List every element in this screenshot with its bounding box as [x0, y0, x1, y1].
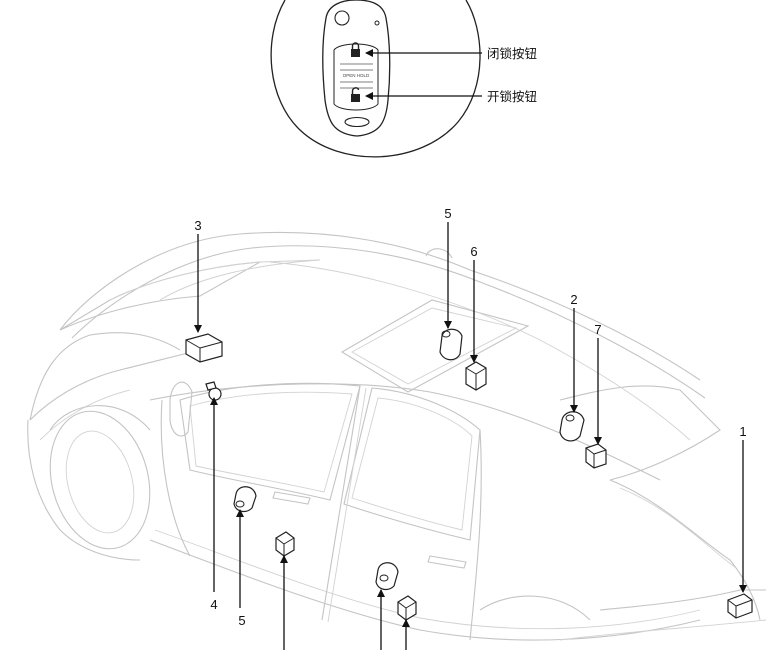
callout-1: 1: [739, 424, 746, 439]
callout-5-door: 5: [238, 613, 245, 628]
svg-text:OPEN HOLD: OPEN HOLD: [343, 73, 370, 78]
unlock-button-label: 开锁按钮: [487, 89, 537, 104]
part-7-module: [585, 443, 607, 469]
part-6-module: [465, 361, 487, 391]
key-ring-hole-icon: [334, 10, 350, 26]
car-outline-drawing: [27, 231, 766, 641]
part-rear-door-actuator: [375, 562, 399, 591]
part-5-roof: [439, 328, 463, 361]
part-1-module: [727, 593, 753, 619]
led-indicator-icon: [374, 20, 380, 26]
part-5-door: [233, 486, 257, 513]
part-2-sensor: [559, 411, 585, 442]
lock-button-label: 闭锁按钮: [487, 46, 537, 61]
unlock-button-icon: [351, 87, 360, 102]
key-fob-inset: OPEN HOLD 闭锁按钮 开锁按钮: [270, 0, 537, 158]
part-rear-door-module: [397, 595, 417, 621]
part-3-module: [185, 333, 223, 363]
callout-7: 7: [594, 322, 601, 337]
callout-6: 6: [470, 244, 477, 259]
callout-5-roof: 5: [444, 206, 451, 221]
component-parts: [185, 328, 753, 621]
callout-numbers: 3 5 6 2 7 1 4 5: [194, 206, 746, 628]
lock-button-icon: [351, 42, 360, 57]
callout-leaders: [194, 222, 747, 650]
panic-button-icon: [344, 116, 370, 128]
callout-4: 4: [210, 597, 217, 612]
callout-2: 2: [570, 292, 577, 307]
part-front-door-module: [275, 531, 295, 557]
inset-circle-outline: [270, 0, 481, 158]
callout-3: 3: [194, 218, 201, 233]
key-fob-icon: [322, 0, 391, 137]
